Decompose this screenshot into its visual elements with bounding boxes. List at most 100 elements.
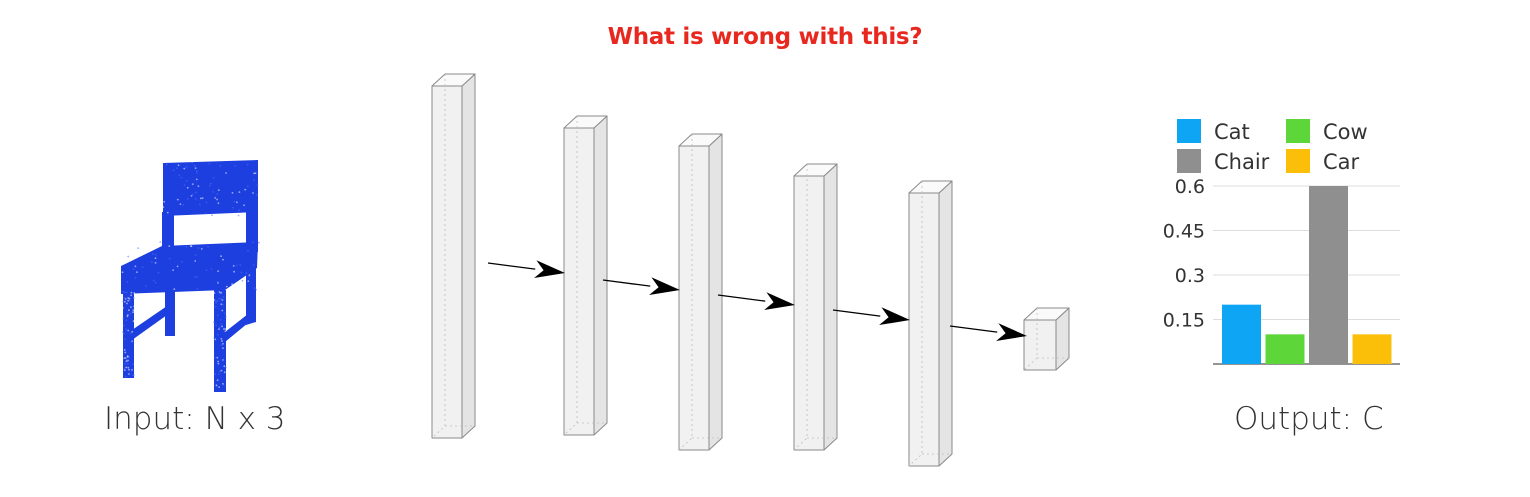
point-speck <box>215 324 218 326</box>
point-speck <box>190 245 193 248</box>
point-speck <box>194 198 197 200</box>
point-speck <box>195 242 198 244</box>
point-speck <box>123 349 126 351</box>
point-speck <box>127 329 130 332</box>
point-speck <box>141 266 144 268</box>
point-speck <box>201 197 204 200</box>
point-speck <box>194 276 196 279</box>
chair-stretcher-side <box>132 306 167 340</box>
y-tick-label: 0.3 <box>1175 265 1205 287</box>
output-layer <box>1023 307 1070 371</box>
layer-side-face <box>593 115 608 436</box>
point-speck <box>220 369 223 372</box>
chair-back-post-right <box>246 208 258 252</box>
point-speck <box>190 195 193 197</box>
point-speck <box>133 305 136 308</box>
point-speck <box>134 345 136 347</box>
point-speck <box>130 294 133 297</box>
point-speck <box>172 269 175 271</box>
point-speck <box>197 247 200 249</box>
arrow-4 <box>832 307 910 326</box>
point-speck <box>125 328 127 331</box>
output-caption: Output: C <box>1234 401 1384 437</box>
point-speck <box>245 272 248 275</box>
layer-front-face <box>793 175 825 451</box>
point-speck <box>231 192 234 194</box>
layer-1 <box>431 73 476 439</box>
point-speck <box>128 356 131 359</box>
point-speck <box>220 291 223 294</box>
point-speck <box>122 317 125 320</box>
arrow-2 <box>602 277 680 296</box>
point-speck <box>216 198 219 201</box>
point-speck <box>154 281 157 284</box>
bar-cat <box>1222 304 1261 364</box>
point-speck <box>210 268 213 270</box>
point-speck <box>222 303 224 306</box>
layer-side-face <box>461 73 476 439</box>
chair-point-cloud <box>121 160 260 392</box>
point-speck <box>122 331 124 334</box>
point-speck <box>177 164 180 167</box>
point-speck <box>213 292 216 294</box>
point-speck <box>121 249 124 252</box>
point-speck <box>127 373 130 375</box>
point-speck <box>134 276 137 279</box>
point-speck <box>185 245 188 248</box>
point-speck <box>126 296 129 299</box>
legend-item-chair: Chair <box>1177 149 1270 174</box>
layer-hidden-edge <box>908 181 923 467</box>
point-speck <box>213 357 216 359</box>
point-speck <box>133 292 136 294</box>
point-speck <box>252 192 254 194</box>
point-speck <box>223 365 226 368</box>
point-speck <box>256 194 258 196</box>
point-speck <box>213 321 215 324</box>
point-speck <box>130 291 133 294</box>
point-speck <box>162 206 165 209</box>
point-speck <box>186 197 189 200</box>
point-speck <box>183 167 186 170</box>
point-speck <box>219 165 222 167</box>
point-speck <box>240 271 243 274</box>
point-speck <box>199 197 202 200</box>
point-speck <box>122 307 124 309</box>
point-speck <box>126 281 129 283</box>
point-speck <box>121 271 124 274</box>
point-speck <box>254 172 257 175</box>
point-speck <box>195 170 198 172</box>
point-speck <box>183 184 186 187</box>
layer-hidden-edge <box>678 134 693 451</box>
point-speck <box>224 316 227 318</box>
point-speck <box>134 265 137 268</box>
point-speck <box>122 254 125 257</box>
point-speck <box>185 165 188 168</box>
point-speck <box>205 269 208 272</box>
point-speck <box>222 298 225 301</box>
point-speck <box>137 247 140 250</box>
point-speck <box>217 362 220 365</box>
point-speck <box>209 182 212 185</box>
point-speck <box>194 260 197 262</box>
layer-front-face <box>678 145 710 451</box>
point-speck <box>195 191 197 194</box>
chair-silhouette <box>121 160 258 392</box>
legend-label: Cat <box>1214 120 1250 144</box>
point-speck <box>176 265 179 268</box>
point-speck <box>124 357 127 359</box>
point-speck <box>208 184 211 187</box>
arrow-head <box>534 260 565 279</box>
point-speck <box>132 320 135 323</box>
point-speck <box>165 163 168 166</box>
point-speck <box>194 254 197 256</box>
bar-car <box>1352 334 1392 364</box>
point-speck <box>212 191 215 193</box>
point-speck <box>148 241 151 244</box>
input-caption: Input: N x 3 <box>104 401 286 437</box>
point-speck <box>198 203 201 206</box>
point-speck <box>124 351 127 354</box>
point-speck <box>219 318 222 321</box>
point-speck <box>177 241 180 244</box>
point-speck <box>243 204 246 207</box>
